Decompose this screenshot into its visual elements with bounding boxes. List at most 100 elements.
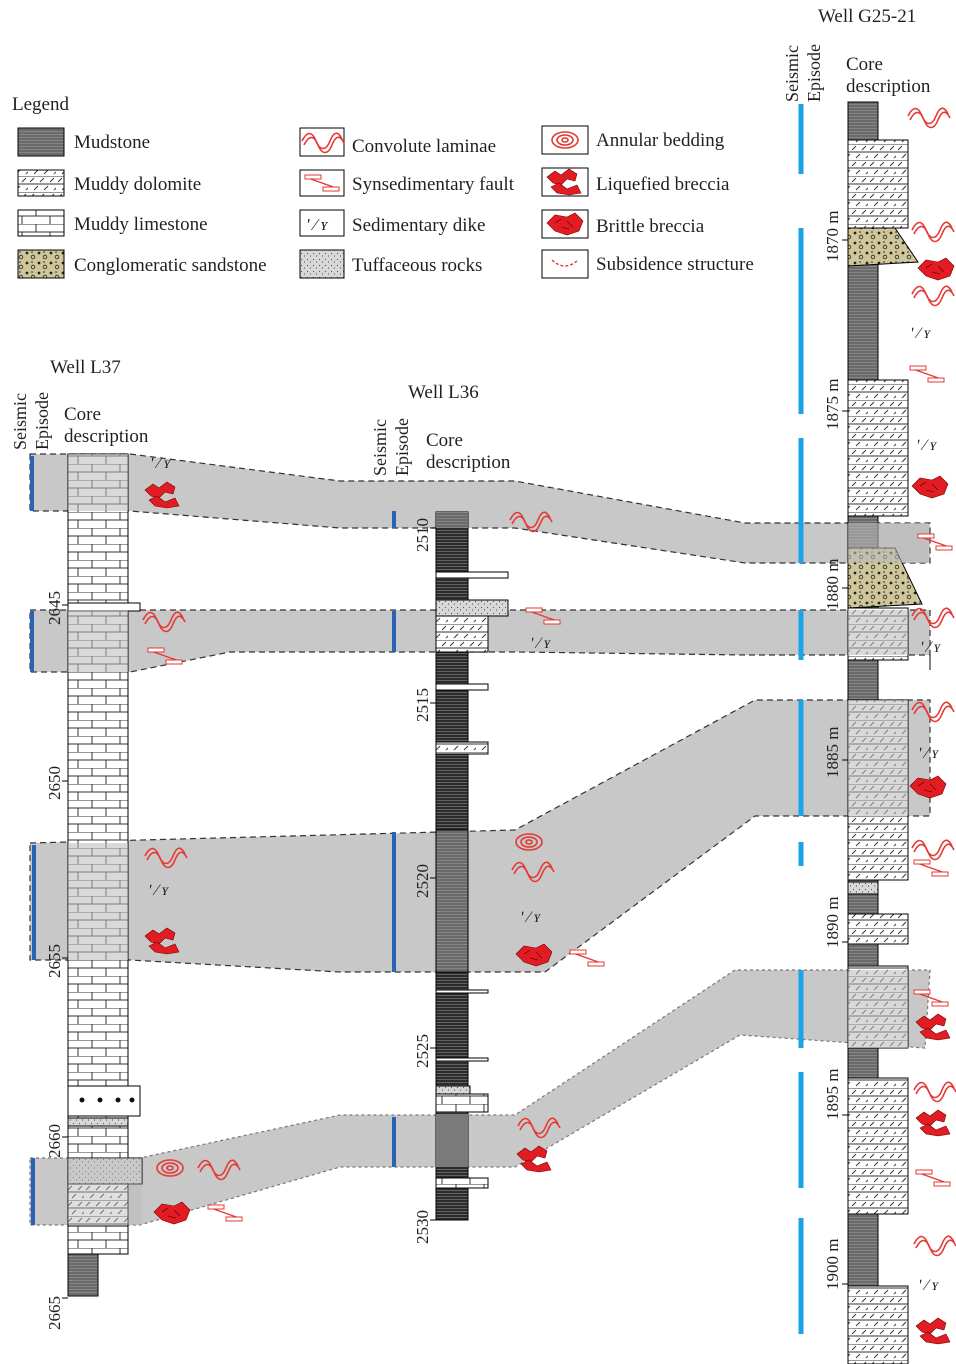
l37-lithology-sand-layer — [68, 603, 140, 611]
svg-text:description: description — [64, 426, 149, 447]
svg-text:1875 m: 1875 m — [823, 379, 842, 430]
l36-lithology-limestone — [436, 1094, 488, 1112]
svg-text:2520: 2520 — [413, 864, 432, 898]
svg-text:Convolute laminae: Convolute laminae — [352, 136, 496, 157]
convolute-icon — [908, 108, 950, 127]
legend: Legend Mudstone Muddy dolomite Muddy lim… — [12, 94, 754, 278]
well-l36-title: Well L36 — [408, 382, 479, 403]
g25-lithology-conglomeratic-sandstone — [848, 228, 918, 266]
svg-text:1890 m: 1890 m — [823, 897, 842, 948]
legend-item-liquefied-breccia: Liquefied breccia — [542, 168, 730, 196]
legend-item-brittle-breccia: Brittle breccia — [542, 210, 705, 238]
legend-item-annular-bedding: Annular bedding — [542, 126, 725, 154]
svg-text:Muddy dolomite: Muddy dolomite — [74, 174, 201, 195]
dike-symbol: ʹ ⁄ ʏ — [918, 1277, 939, 1294]
svg-text:1885 m: 1885 m — [823, 727, 842, 778]
fault-icon — [208, 1205, 242, 1221]
legend-item-conglomeratic-sandstone: Conglomeratic sandstone — [18, 250, 267, 278]
legend-item-muddy-dolomite: Muddy dolomite — [18, 170, 201, 196]
svg-text:2645: 2645 — [45, 591, 64, 625]
svg-text:description: description — [426, 452, 511, 473]
legend-item-subsidence-structure: Subsidence structure — [542, 250, 754, 278]
dike-symbol: ʹ ⁄ ʏ — [916, 437, 937, 454]
convolute-icon — [914, 1236, 956, 1255]
svg-text:Seismic: Seismic — [370, 419, 390, 476]
l36-lithology-gray — [436, 830, 468, 972]
g25-lithology-dolomite — [848, 140, 908, 228]
fault-icon — [910, 366, 944, 382]
svg-text:1895 m: 1895 m — [823, 1069, 842, 1120]
svg-text:2530: 2530 — [413, 1210, 432, 1244]
svg-text:2665: 2665 — [45, 1296, 64, 1330]
svg-text:Liquefied breccia: Liquefied breccia — [596, 174, 730, 195]
fault-icon — [570, 950, 604, 966]
dike-symbol: ʹ ⁄ ʏ — [520, 909, 541, 926]
l37-seismic-episodes — [32, 456, 34, 1225]
brittle-breccia-icon — [918, 258, 954, 280]
svg-text:2650: 2650 — [45, 766, 64, 800]
svg-text:2510: 2510 — [413, 518, 432, 552]
svg-text:Brittle breccia: Brittle breccia — [596, 216, 705, 237]
svg-text:2655: 2655 — [45, 944, 64, 978]
legend-item-tuffaceous-rocks: Tuffaceous rocks — [300, 250, 482, 278]
legend-item-convolute-laminae: Convolute laminae — [300, 128, 496, 157]
svg-text:Sedimentary dike: Sedimentary dike — [352, 215, 486, 236]
l36-lithology-sand — [436, 600, 508, 616]
legend-title: Legend — [12, 94, 69, 115]
convolute-icon — [912, 222, 954, 241]
svg-text:Synsedimentary fault: Synsedimentary fault — [352, 174, 515, 195]
svg-text:Core: Core — [426, 430, 463, 451]
l36-lithology-dolomite — [436, 616, 488, 652]
liquefied-breccia-icon — [916, 1318, 950, 1344]
legend-item-synsedimentary-fault: Synsedimentary fault — [300, 170, 515, 196]
brittle-breccia-icon — [912, 476, 948, 498]
svg-text:Muddy limestone: Muddy limestone — [74, 214, 208, 235]
svg-text:Annular bedding: Annular bedding — [596, 130, 725, 151]
svg-text:1880 m: 1880 m — [823, 559, 842, 610]
convolute-icon — [914, 1082, 956, 1101]
svg-text:Subsidence structure: Subsidence structure — [596, 254, 754, 275]
well-l37-title: Well L37 — [50, 357, 121, 378]
dike-symbol: ʹ ⁄ ʏ — [920, 639, 941, 656]
svg-text:Mudstone: Mudstone — [74, 132, 150, 153]
l37-lithology-mudstone — [68, 1254, 98, 1296]
l37-lithology-conglomerate — [68, 1086, 140, 1116]
g25-depth-labels: 1870 m 1875 m 1880 m 1885 m 1890 m 1895 … — [823, 211, 842, 1290]
svg-text:Conglomeratic sandstone: Conglomeratic sandstone — [74, 255, 267, 276]
svg-text:Episode: Episode — [32, 392, 52, 450]
svg-text:Core: Core — [64, 404, 101, 425]
svg-text:2515: 2515 — [413, 688, 432, 722]
l36-lithology-tuff — [436, 1086, 470, 1094]
legend-item-mudstone: Mudstone — [18, 128, 150, 156]
liquefied-breccia-icon — [916, 1110, 950, 1136]
svg-text:1870 m: 1870 m — [823, 211, 842, 262]
liquefied-breccia-icon — [517, 1146, 551, 1172]
svg-text:Core: Core — [846, 54, 883, 75]
l36-lithology-thin-layer — [436, 572, 508, 578]
svg-text:Seismic: Seismic — [10, 393, 30, 450]
svg-text:Episode: Episode — [804, 44, 824, 102]
convolute-icon — [912, 286, 954, 305]
dike-symbol: ʹ ⁄ ʏ — [918, 745, 939, 762]
svg-text:Tuffaceous rocks: Tuffaceous rocks — [352, 255, 482, 276]
dike-symbol: ʹ ⁄ ʏ — [148, 882, 169, 899]
dike-symbol: ʹ ⁄ ʏ — [150, 455, 171, 472]
dike-symbol: ʹ ⁄ ʏ — [530, 635, 551, 652]
svg-text:Seismic: Seismic — [782, 45, 802, 102]
svg-text:Episode: Episode — [392, 418, 412, 476]
fault-icon — [914, 860, 948, 876]
well-g25-21-title: Well G25-21 — [818, 6, 916, 27]
svg-text:2660: 2660 — [45, 1124, 64, 1158]
svg-text:description: description — [846, 76, 931, 97]
svg-text:1900 m: 1900 m — [823, 1239, 842, 1290]
g25-lithology-tuff — [848, 882, 878, 894]
legend-item-muddy-limestone: Muddy limestone — [18, 210, 208, 236]
l37-lithology-tuff — [68, 1118, 128, 1126]
dike-symbol: ʹ ⁄ ʏ — [910, 325, 931, 342]
convolute-icon — [912, 840, 954, 859]
legend-item-sedimentary-dike: ʹ ⁄ ʏ Sedimentary dike — [300, 210, 486, 236]
well-g25-21: Well G25-21 Seismic Episode Core descrip… — [782, 6, 956, 1364]
fault-icon — [916, 1170, 950, 1186]
dike-symbol: ʹ ⁄ ʏ — [306, 215, 329, 234]
